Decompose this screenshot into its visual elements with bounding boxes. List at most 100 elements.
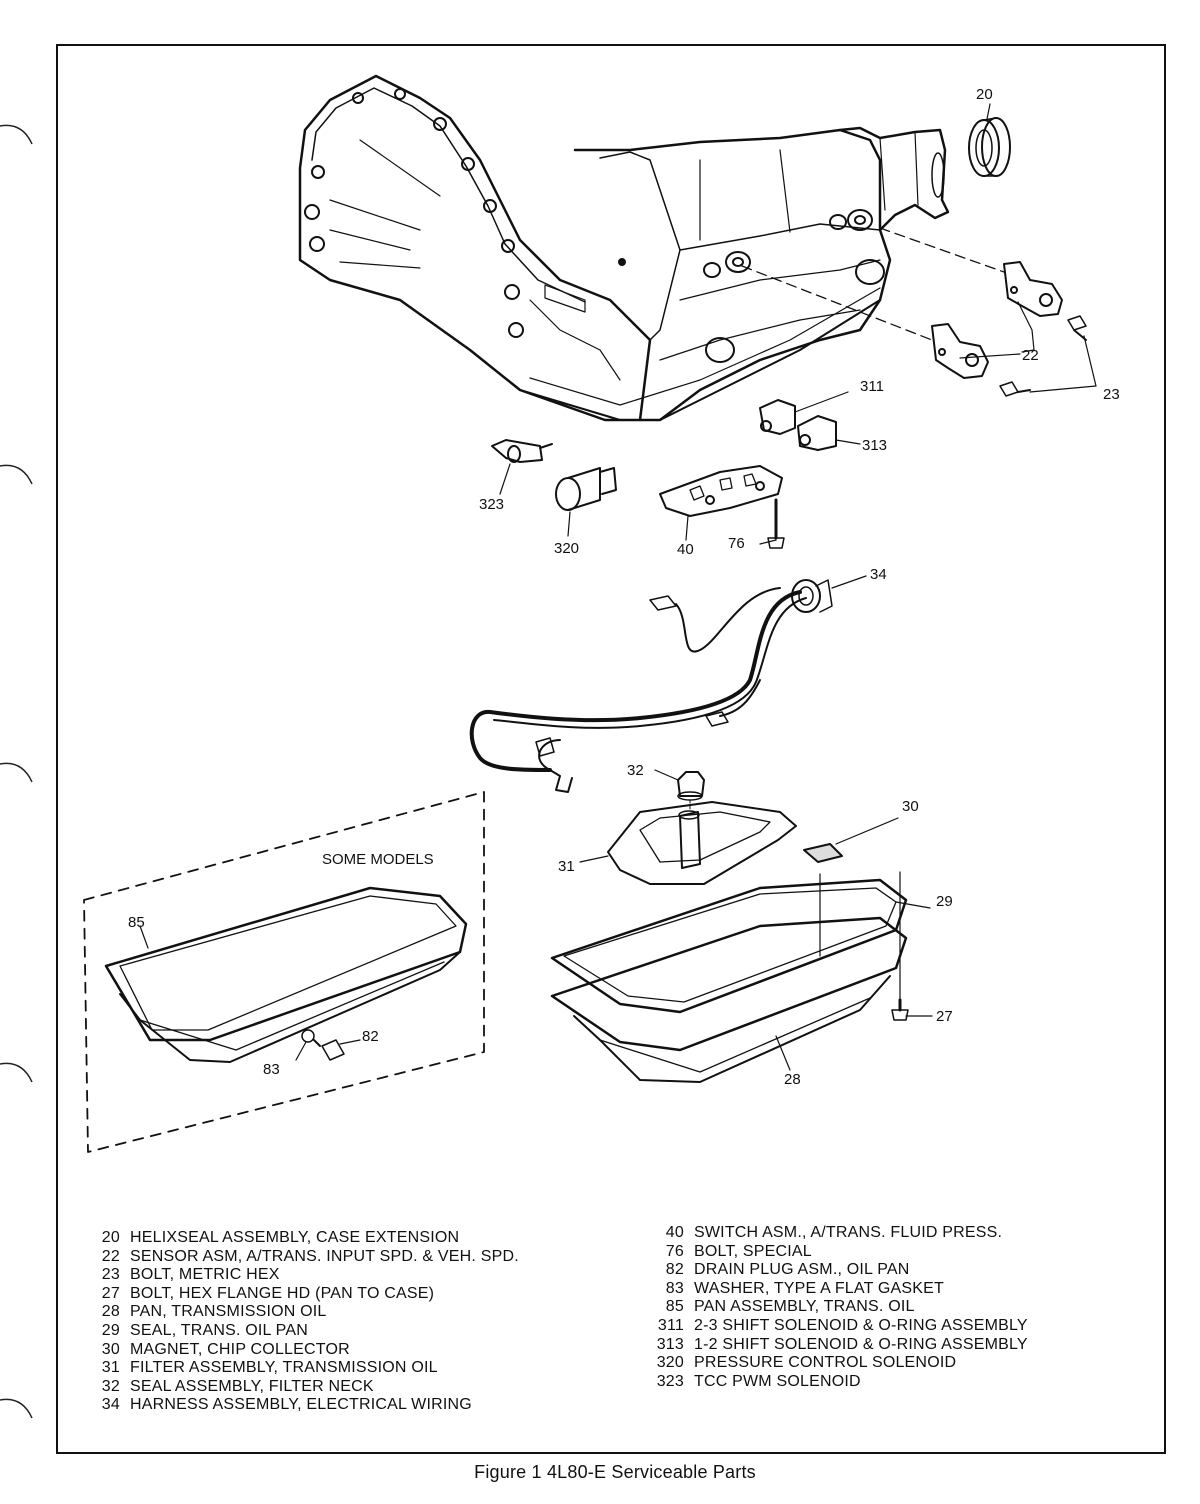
legend-row: 82 DRAIN PLUG ASM., OIL PAN	[648, 1261, 1028, 1280]
legend-row: 32 SEAL ASSEMBLY, FILTER NECK	[92, 1378, 519, 1397]
legend-number: 83	[665, 1279, 684, 1297]
legend-row: 28 PAN, TRANSMISSION OIL	[92, 1303, 519, 1322]
legend-description: SENSOR ASM, A/TRANS. INPUT SPD. & VEH. S…	[130, 1247, 519, 1265]
legend-row: 85 PAN ASSEMBLY, TRANS. OIL	[648, 1298, 1028, 1317]
callout-29: 29	[936, 893, 953, 910]
legend-number: 23	[101, 1266, 120, 1284]
legend-row: 40 SWITCH ASM., A/TRANS. FLUID PRESS.	[648, 1224, 1028, 1243]
callout-313: 313	[862, 437, 888, 454]
legend-number: 20	[101, 1229, 120, 1246]
callout-83: 83	[263, 1061, 280, 1078]
figure-frame	[56, 44, 1166, 1454]
legend-number: 82	[665, 1261, 684, 1279]
part-30-magnet	[803, 817, 899, 863]
part-320-pressure-control-solenoid	[555, 467, 617, 537]
legend-description: SWITCH ASM., A/TRANS. FLUID PRESS.	[694, 1224, 1003, 1241]
legend-description: TCC PWM SOLENOID	[694, 1372, 861, 1390]
part-22-speed-sensors	[741, 227, 1063, 379]
legend-description: BOLT, HEX FLANGE HD (PAN TO CASE)	[130, 1284, 435, 1302]
callout-311: 311	[860, 378, 884, 395]
legend-number: 323	[656, 1372, 684, 1390]
legend-description: SEAL ASSEMBLY, FILTER NECK	[130, 1377, 374, 1395]
legend-number: 34	[101, 1396, 120, 1414]
legend-number: 31	[101, 1359, 120, 1377]
part-311-313-shift-solenoids	[759, 391, 861, 451]
legend-row: 22 SENSOR ASM, A/TRANS. INPUT SPD. & VEH.…	[92, 1248, 519, 1267]
part-323-tcc-solenoid	[491, 439, 553, 495]
callout-34: 34	[870, 566, 887, 583]
legend-description: 2-3 SHIFT SOLENOID & O-RING ASSEMBLY	[694, 1316, 1028, 1334]
part-40-fluid-pressure-switch	[659, 465, 785, 549]
legend-number: 29	[101, 1321, 120, 1339]
callout-82: 82	[362, 1028, 379, 1045]
figure-caption: Figure 1 4L80-E Serviceable Parts	[474, 1462, 756, 1482]
legend-number: 28	[101, 1303, 120, 1321]
legend-description: SEAL, TRANS. OIL PAN	[130, 1321, 308, 1339]
legend-description: WASHER, TYPE A FLAT GASKET	[694, 1279, 945, 1297]
legend-row: 31 FILTER ASSEMBLY, TRANSMISSION OIL	[92, 1359, 519, 1378]
some-models-label: SOME MODELS	[322, 851, 434, 868]
callout-28: 28	[784, 1071, 801, 1088]
legend-description: 1-2 SHIFT SOLENOID & O-RING ASSEMBLY	[694, 1335, 1028, 1353]
transmission-case	[298, 74, 950, 422]
legend-row: 20 HELIXSEAL ASSEMBLY, CASE EXTENSION	[92, 1229, 519, 1248]
part-29-pan-seal	[550, 878, 931, 1014]
callout-40: 40	[677, 541, 694, 558]
legend-row: 323 TCC PWM SOLENOID	[648, 1373, 1028, 1392]
legend-number: 30	[101, 1340, 120, 1358]
binder-hole-mark	[0, 1398, 33, 1419]
legend-description: BOLT, METRIC HEX	[130, 1266, 280, 1284]
legend-number: 320	[656, 1354, 684, 1372]
binder-hole-mark	[0, 762, 33, 783]
legend-description: PAN, TRANSMISSION OIL	[130, 1303, 327, 1321]
legend-row: 313 1-2 SHIFT SOLENOID & O-RING ASSEMBLY	[648, 1336, 1028, 1355]
callout-22: 22	[1022, 347, 1039, 364]
binder-hole-mark	[0, 124, 33, 145]
part-32-filter-neck-seal	[654, 769, 705, 813]
some-models-box	[83, 791, 485, 1153]
callout-30: 30	[902, 798, 919, 815]
legend-row: 83 WASHER, TYPE A FLAT GASKET	[648, 1280, 1028, 1299]
legend-row: 34 HARNESS ASSEMBLY, ELECTRICAL WIRING	[92, 1396, 519, 1415]
callout-323: 323	[479, 496, 505, 513]
callout-31: 31	[558, 858, 575, 875]
legend-number: 311	[657, 1316, 684, 1334]
legend-description: HARNESS ASSEMBLY, ELECTRICAL WIRING	[130, 1396, 472, 1414]
legend-row: 29 SEAL, TRANS. OIL PAN	[92, 1322, 519, 1341]
legend-number: 40	[665, 1224, 684, 1241]
legend-number: 32	[101, 1377, 120, 1395]
legend-description: MAGNET, CHIP COLLECTOR	[130, 1340, 350, 1358]
binder-hole-mark	[0, 464, 33, 485]
legend-row: 30 MAGNET, CHIP COLLECTOR	[92, 1341, 519, 1360]
callout-20: 20	[976, 86, 993, 103]
legend-number: 22	[101, 1247, 120, 1265]
callout-27: 27	[936, 1008, 953, 1025]
callout-32: 32	[627, 762, 644, 779]
binder-hole-mark	[0, 1062, 33, 1083]
callout-320: 320	[554, 540, 580, 557]
legend-number: 85	[665, 1298, 684, 1316]
legend-description: PAN ASSEMBLY, TRANS. OIL	[694, 1298, 915, 1316]
callout-85: 85	[128, 914, 145, 931]
legend-row: 311 2-3 SHIFT SOLENOID & O-RING ASSEMBLY	[648, 1317, 1028, 1336]
part-34-wiring-harness	[469, 575, 867, 793]
part-31-filter-assembly	[579, 801, 797, 885]
legend-row: 320 PRESSURE CONTROL SOLENOID	[648, 1354, 1028, 1373]
part-27-pan-bolt	[891, 871, 933, 1021]
part-28-oil-pan	[550, 873, 908, 1083]
part-23-bolts	[999, 315, 1097, 397]
legend-description: PRESSURE CONTROL SOLENOID	[694, 1354, 957, 1372]
callout-23: 23	[1103, 386, 1120, 403]
part-85-pan-assembly	[104, 886, 468, 1063]
callout-76: 76	[728, 535, 745, 552]
legend-row: 23 BOLT, METRIC HEX	[92, 1266, 519, 1285]
legend-description: HELIXSEAL ASSEMBLY, CASE EXTENSION	[130, 1229, 460, 1246]
legend-number: 313	[656, 1335, 684, 1353]
legend-description: FILTER ASSEMBLY, TRANSMISSION OIL	[130, 1359, 438, 1377]
legend-description: DRAIN PLUG ASM., OIL PAN	[694, 1261, 910, 1279]
